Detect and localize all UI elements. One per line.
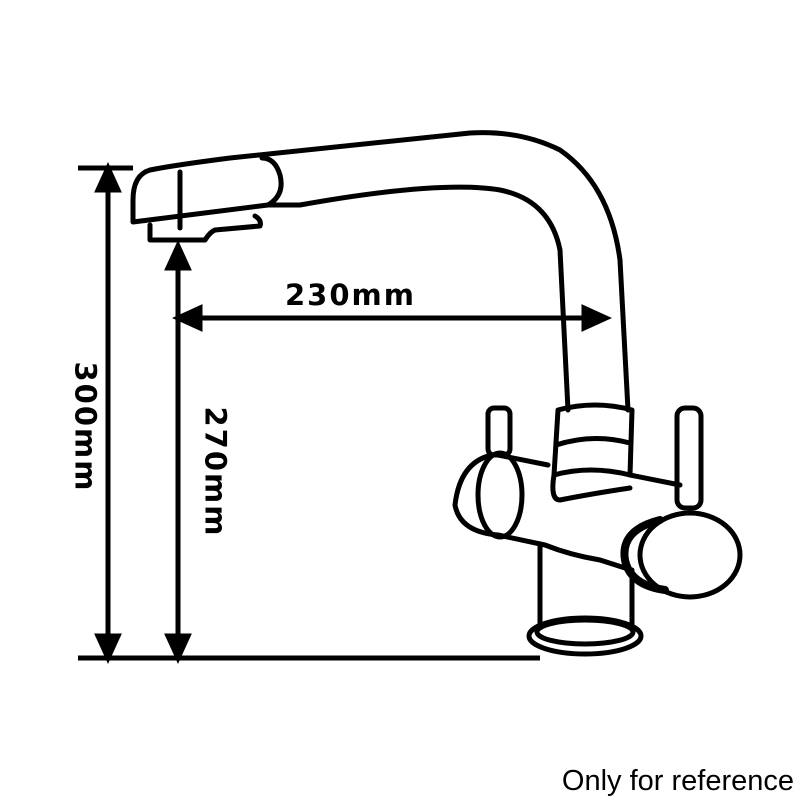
total-height-label: 300mm	[68, 361, 103, 493]
right-cylinder-end	[637, 510, 743, 600]
left-handle	[485, 405, 513, 458]
base-ring-inner	[534, 617, 636, 647]
collar-ring	[553, 435, 633, 448]
body	[452, 452, 683, 571]
right-handle	[674, 405, 704, 511]
right-cylinder-shade	[620, 516, 669, 594]
clearance-height-label: 270mm	[198, 406, 233, 538]
aerator	[147, 213, 263, 243]
reference-note: Only for reference	[561, 765, 794, 797]
stem	[537, 542, 635, 631]
reach-dimension-label: 230mm	[285, 278, 416, 312]
spout	[130, 130, 631, 413]
left-cylinder-end	[475, 450, 525, 540]
